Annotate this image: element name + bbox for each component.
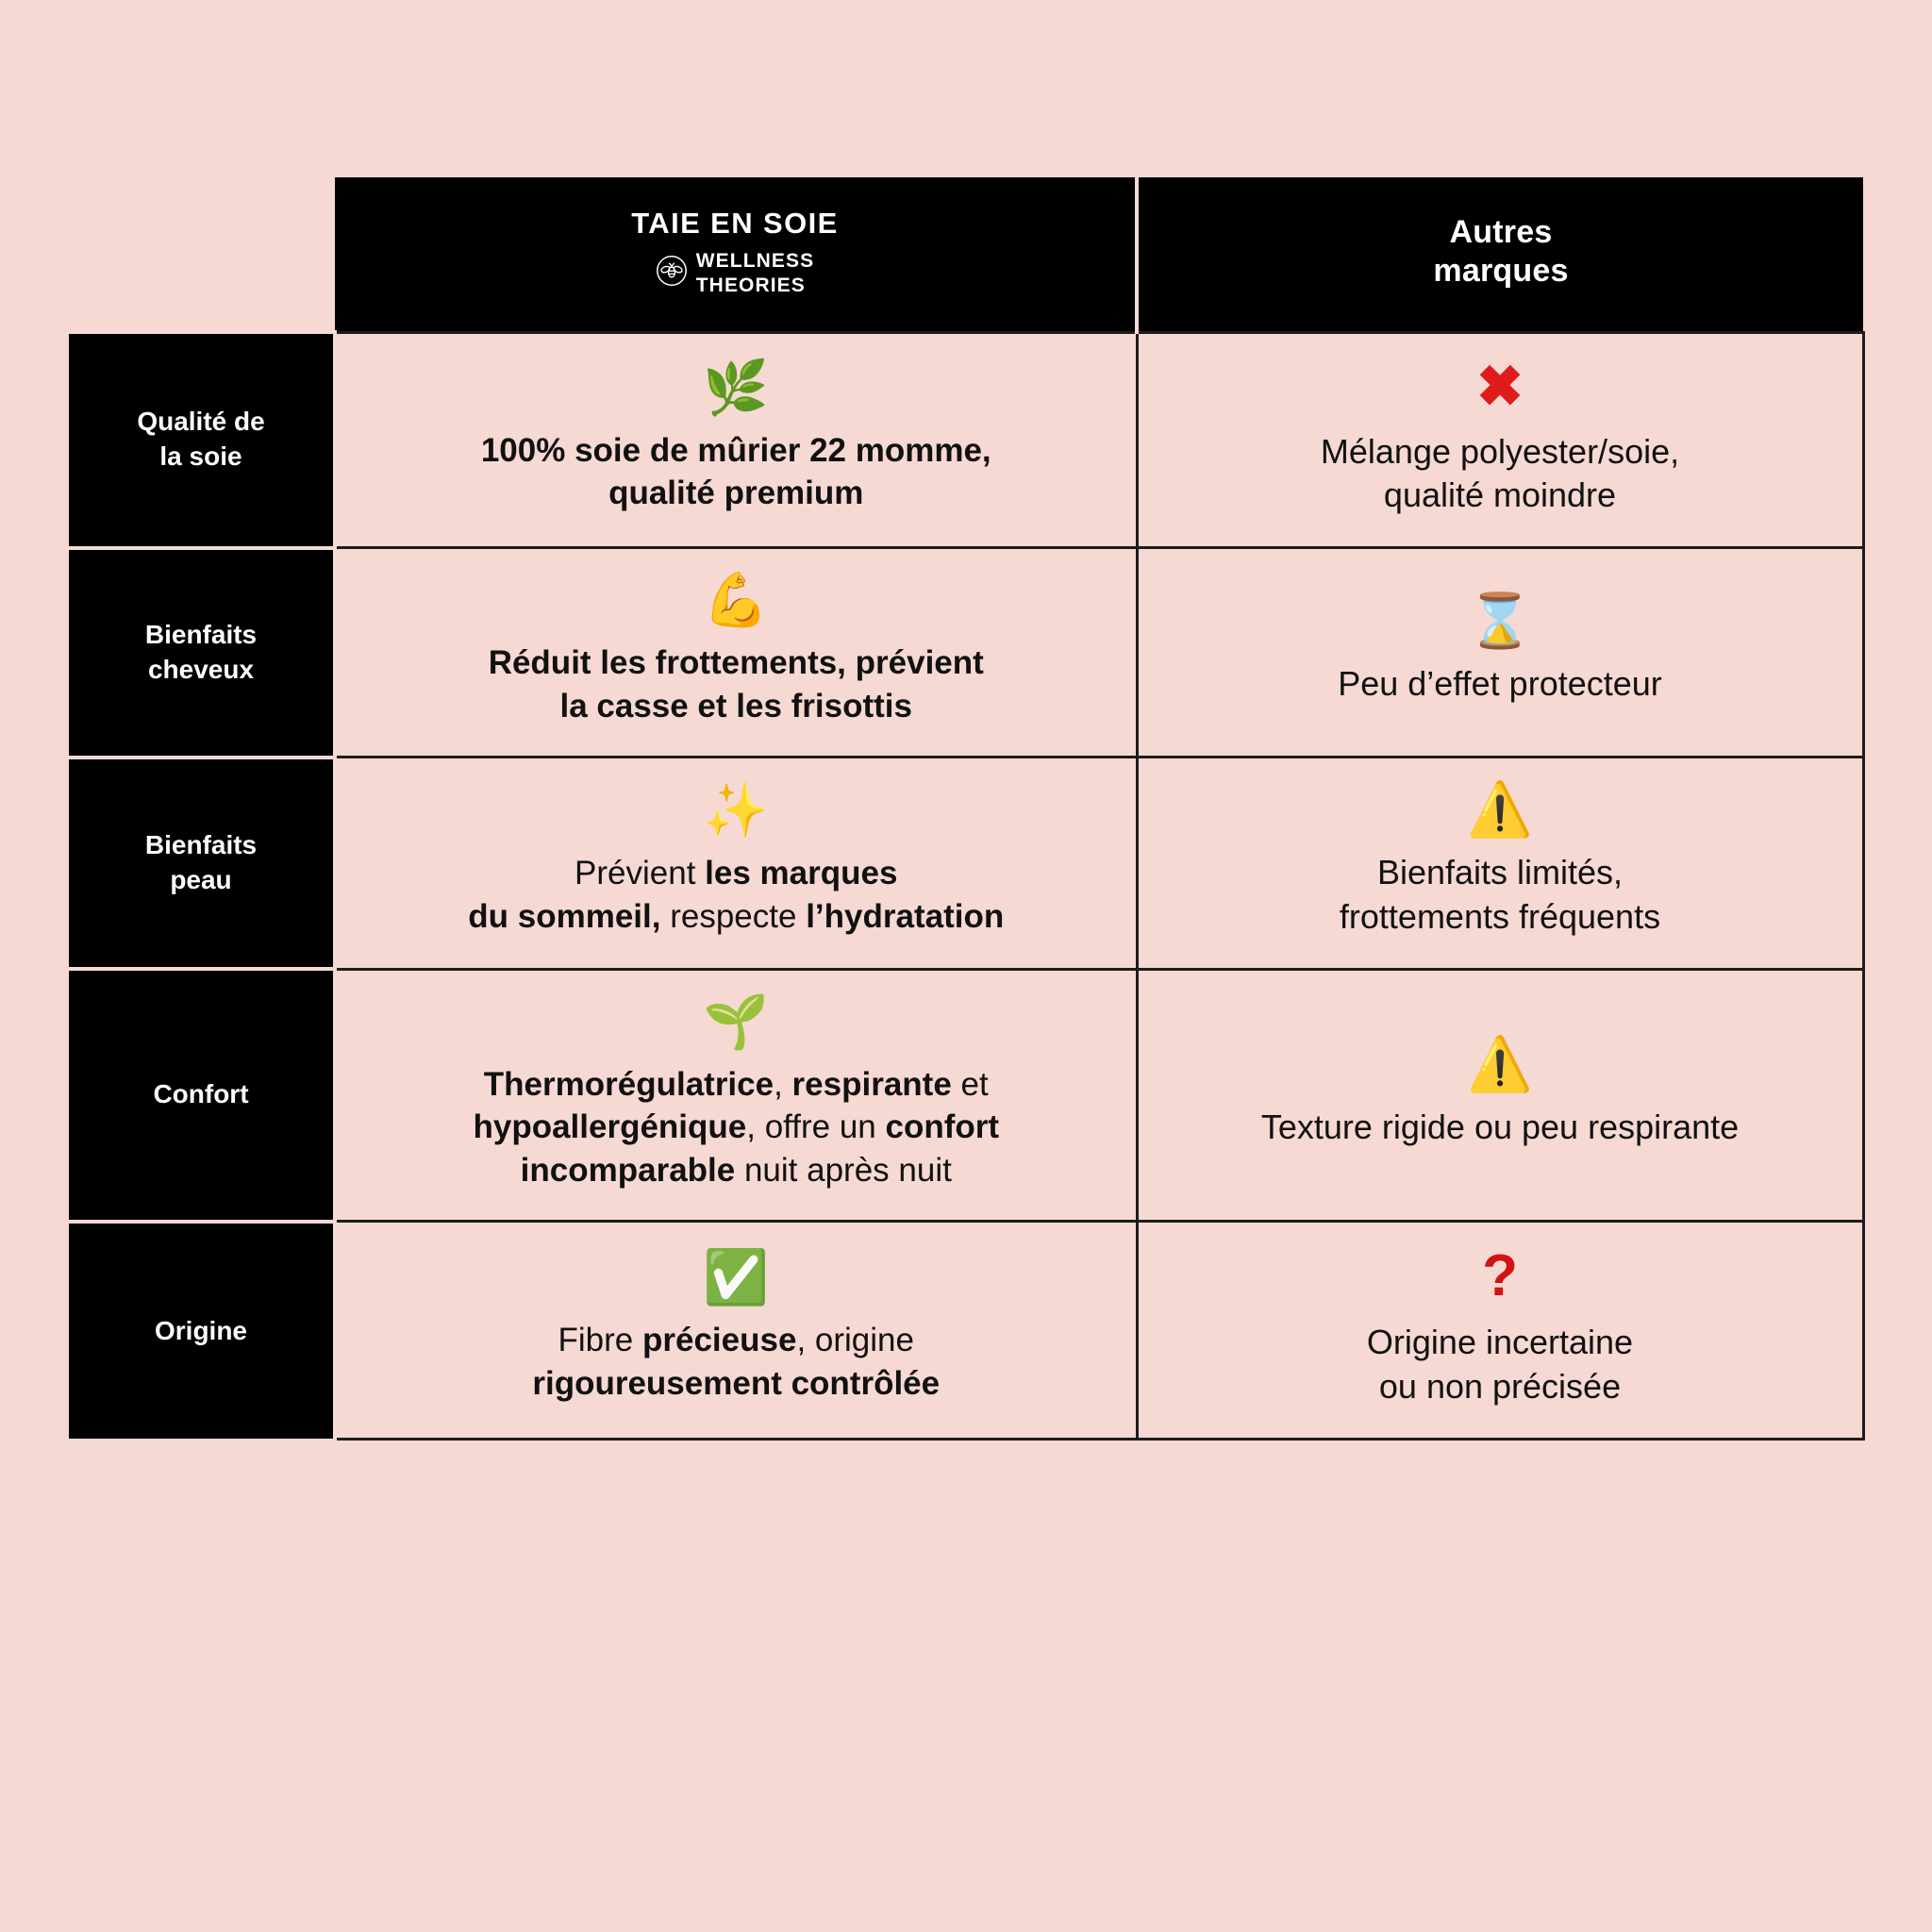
row-label-line1: Bienfaits	[144, 829, 258, 859]
warning-triangle-icon: ⚠️	[1467, 779, 1533, 840]
other-brands-line1: Autres	[1449, 213, 1553, 250]
seedling-icon: 🌱	[703, 991, 770, 1051]
other-cell-text: Peu d’effet protecteur	[1338, 664, 1662, 704]
row-label-line1: Bienfaits	[144, 619, 258, 649]
green-check-mark-icon: ✅	[703, 1247, 770, 1307]
other-cell-text: Bienfaits limités,frottements fréquents	[1339, 853, 1661, 936]
header-row: TAIE EN SOIE	[69, 177, 1863, 332]
row-label-line2: cheveux	[147, 654, 255, 684]
brand-lockup: WELLNESS THEORIES	[344, 249, 1125, 297]
row-label-line1: Origine	[154, 1315, 247, 1345]
table-body: Qualité de la soie 🌿 100% soie de mûrier…	[69, 330, 1865, 1441]
header-corner-blank	[69, 177, 335, 332]
flexed-biceps-icon: 💪	[703, 570, 770, 630]
row-label-origine: Origine	[69, 1219, 337, 1440]
other-brands-title: Autres marques	[1148, 213, 1854, 291]
other-cell-cheveux: ⌛ Peu d’effet protecteur	[1137, 546, 1865, 758]
red-question-mark-icon: ?	[1482, 1243, 1518, 1309]
other-cell-text: Mélange polyester/soie,qualité moindre	[1320, 431, 1680, 515]
row-label-line2: peau	[170, 864, 232, 894]
brand-cell-qualite: 🌿 100% soie de mûrier 22 momme,qualité p…	[335, 330, 1139, 548]
hourglass-icon: ⌛	[1467, 591, 1533, 651]
table-row: Bienfaits cheveux 💪 Réduit les frottemen…	[69, 545, 1865, 758]
header-other-column: Autres marques	[1137, 177, 1863, 332]
table-row: Qualité de la soie 🌿 100% soie de mûrier…	[69, 330, 1865, 548]
table-row: Confort 🌱 Thermorégulatrice, respirante …	[69, 967, 1865, 1222]
row-label-bienfaits-peau: Bienfaits peau	[69, 755, 337, 970]
brand-subtitle-line2: THEORIES	[695, 274, 806, 296]
red-cross-mark-icon: ✖	[1475, 354, 1524, 418]
row-label-confort: Confort	[69, 967, 337, 1222]
other-cell-qualite: ✖ Mélange polyester/soie,qualité moindre	[1137, 330, 1865, 548]
row-label-qualite-de-la-soie: Qualité de la soie	[69, 330, 337, 548]
table-header: TAIE EN SOIE	[69, 177, 1863, 332]
row-label-line1: Qualité de	[137, 407, 265, 437]
brand-subtitle: WELLNESS THEORIES	[696, 249, 814, 297]
row-label-line1: Confort	[153, 1079, 249, 1109]
comparison-table: TAIE EN SOIE	[69, 177, 1865, 1441]
brand-title: TAIE EN SOIE	[631, 207, 839, 241]
brand-subtitle-line1: WELLNESS	[695, 249, 815, 272]
header-brand-column: TAIE EN SOIE	[335, 177, 1139, 332]
sparkles-icon: ✨	[703, 780, 770, 841]
warning-triangle-icon: ⚠️	[1467, 1033, 1533, 1093]
row-label-line2: la soie	[159, 441, 242, 472]
other-cell-confort: ⚠️ Texture rigide ou peu respirante	[1137, 967, 1865, 1222]
bee-in-circle-icon	[656, 255, 688, 291]
other-brands-line2: marques	[1433, 253, 1569, 290]
other-cell-text: Texture rigide ou peu respirante	[1260, 1107, 1740, 1146]
herb-leaf-icon: 🌿	[703, 357, 770, 417]
brand-cell-text: 100% soie de mûrier 22 momme,qualité pre…	[480, 431, 991, 512]
row-label-bienfaits-cheveux: Bienfaits cheveux	[69, 545, 337, 758]
other-cell-peau: ⚠️ Bienfaits limités,frottements fréquen…	[1137, 756, 1865, 970]
